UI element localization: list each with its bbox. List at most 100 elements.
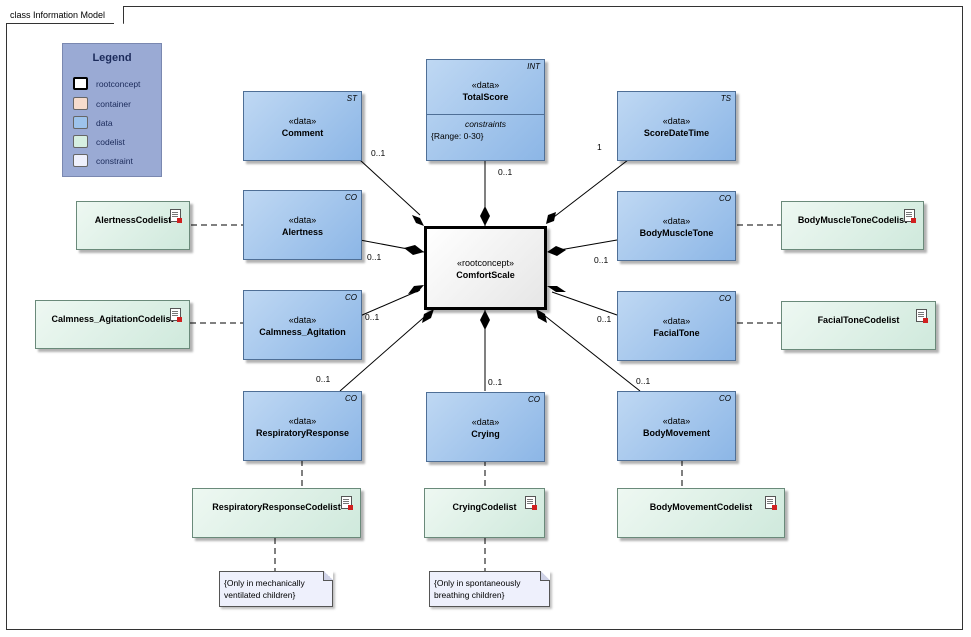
- note-crying[interactable]: {Only in spontaneously breathing childre…: [429, 571, 550, 607]
- class-name: BodyMuscleTone: [639, 228, 714, 238]
- class-stereotype: «data»: [288, 315, 317, 325]
- codelist-bodymuscletone[interactable]: BodyMuscleToneCodelist: [781, 201, 924, 250]
- class-scoredatetime[interactable]: TS «data» ScoreDateTime: [617, 91, 736, 161]
- dependency-lines: [190, 224, 781, 571]
- document-icon: [916, 309, 928, 323]
- class-text: «data» Crying: [427, 415, 544, 439]
- document-icon: [341, 496, 353, 510]
- multiplicity-totalscore: 0..1: [498, 167, 513, 177]
- codelist-name: RespiratoryResponseCodelist: [212, 502, 341, 512]
- class-type: INT: [527, 62, 540, 71]
- class-name: FacialTone: [653, 328, 700, 338]
- document-icon: [765, 496, 777, 510]
- class-bodymuscletone[interactable]: CO «data» BodyMuscleTone: [617, 191, 736, 261]
- codelist-name: AlertnessCodelist: [94, 215, 172, 225]
- class-type: CO: [345, 293, 357, 302]
- document-icon: [904, 209, 916, 223]
- class-comment[interactable]: ST «data» Comment: [243, 91, 362, 161]
- multiplicity-calmness: 0..1: [365, 312, 380, 322]
- class-text: «data» BodyMovement: [618, 414, 735, 438]
- class-bodymovement[interactable]: CO «data» BodyMovement: [617, 391, 736, 461]
- multiplicity-facialtone: 0..1: [597, 314, 612, 324]
- class-type: ST: [346, 94, 357, 103]
- class-stereotype: «data»: [288, 416, 317, 426]
- class-name: RespiratoryResponse: [255, 428, 350, 438]
- class-text: «data» RespiratoryResponse: [244, 414, 361, 438]
- class-type: CO: [719, 394, 731, 403]
- codelist-name: BodyMovementCodelist: [649, 502, 753, 512]
- multiplicity-bodymuscletone: 0..1: [594, 255, 609, 265]
- class-name: Alertness: [281, 227, 324, 237]
- legend-label: codelist: [96, 137, 125, 147]
- class-name: ScoreDateTime: [643, 128, 710, 138]
- legend-swatch-data: [73, 116, 88, 129]
- multiplicity-scoredatetime: 1: [597, 142, 602, 152]
- multiplicity-comment: 0..1: [371, 148, 386, 158]
- class-totalscore[interactable]: INT «data» TotalScore constraints {Range…: [426, 59, 545, 161]
- constraints-divider: [427, 114, 544, 115]
- document-icon: [525, 496, 537, 510]
- class-facialtone[interactable]: CO «data» FacialTone: [617, 291, 736, 361]
- codelist-facialtone[interactable]: FacialToneCodelist: [781, 301, 936, 350]
- codelist-calmness-agitation[interactable]: Calmness_AgitationCodelist: [35, 300, 190, 349]
- class-stereotype: «data»: [662, 416, 691, 426]
- legend-swatch-rootconcept: [73, 77, 88, 90]
- class-respiratoryresponse[interactable]: CO «data» RespiratoryResponse: [243, 391, 362, 461]
- codelist-bodymovement[interactable]: BodyMovementCodelist: [617, 488, 785, 538]
- class-name: Calmness_Agitation: [259, 327, 346, 337]
- class-type: TS: [720, 94, 731, 103]
- class-stereotype: «data»: [471, 80, 500, 90]
- class-text: «rootconcept» ComfortScale: [427, 256, 544, 280]
- legend: Legend rootconcept container data codeli…: [62, 43, 162, 177]
- class-crying[interactable]: CO «data» Crying: [426, 392, 545, 462]
- codelist-name: Calmness_AgitationCodelist: [51, 314, 174, 324]
- codelist-crying[interactable]: CryingCodelist: [424, 488, 545, 538]
- class-name: Comment: [281, 128, 324, 138]
- class-stereotype: «data»: [288, 215, 317, 225]
- class-calmness-agitation[interactable]: CO «data» Calmness_Agitation: [243, 290, 362, 360]
- class-type: CO: [345, 394, 357, 403]
- class-stereotype: «data»: [471, 417, 500, 427]
- multiplicity-alertness: 0..1: [367, 252, 382, 262]
- note-line: breathing children}: [434, 590, 505, 600]
- class-stereotype: «rootconcept»: [456, 258, 515, 268]
- document-icon: [170, 308, 182, 322]
- class-text: «data» ScoreDateTime: [618, 114, 735, 138]
- legend-label: container: [96, 99, 131, 109]
- legend-label: data: [96, 118, 113, 128]
- class-type: CO: [528, 395, 540, 404]
- note-line: ventilated children}: [224, 590, 296, 600]
- multiplicity-bodymovement: 0..1: [636, 376, 651, 386]
- codelist-name: FacialToneCodelist: [817, 315, 900, 325]
- class-type: CO: [719, 194, 731, 203]
- codelist-name: BodyMuscleToneCodelist: [797, 215, 908, 225]
- class-alertness[interactable]: CO «data» Alertness: [243, 190, 362, 260]
- class-stereotype: «data»: [662, 116, 691, 126]
- composition-lines: [339, 159, 641, 392]
- constraints-header: constraints: [464, 119, 507, 129]
- class-text: «data» FacialTone: [618, 314, 735, 338]
- multiplicity-respiratory: 0..1: [316, 374, 331, 384]
- class-text: «data» Calmness_Agitation: [244, 313, 361, 337]
- class-name: TotalScore: [462, 92, 509, 102]
- codelist-alertness[interactable]: AlertnessCodelist: [76, 201, 190, 250]
- class-name: ComfortScale: [456, 270, 515, 280]
- note-line: {Only in mechanically: [224, 578, 305, 588]
- codelist-respiratoryresponse[interactable]: RespiratoryResponseCodelist: [192, 488, 361, 538]
- class-stereotype: «data»: [288, 116, 317, 126]
- legend-label: constraint: [96, 156, 133, 166]
- codelist-name: CryingCodelist: [452, 502, 517, 512]
- diagram-title: class Information Model: [6, 6, 124, 24]
- class-text: «data» BodyMuscleTone: [618, 214, 735, 238]
- composition-diamonds: [404, 206, 566, 330]
- class-stereotype: «data»: [662, 316, 691, 326]
- class-name: Crying: [471, 429, 500, 439]
- document-icon: [170, 209, 182, 223]
- note-line: {Only in spontaneously: [434, 578, 521, 588]
- legend-title: Legend: [92, 52, 132, 64]
- note-respiratory[interactable]: {Only in mechanically ventilated childre…: [219, 571, 333, 607]
- class-comfortscale[interactable]: «rootconcept» ComfortScale: [424, 226, 547, 310]
- multiplicity-crying: 0..1: [488, 377, 503, 387]
- legend-swatch-constraint: [73, 154, 88, 167]
